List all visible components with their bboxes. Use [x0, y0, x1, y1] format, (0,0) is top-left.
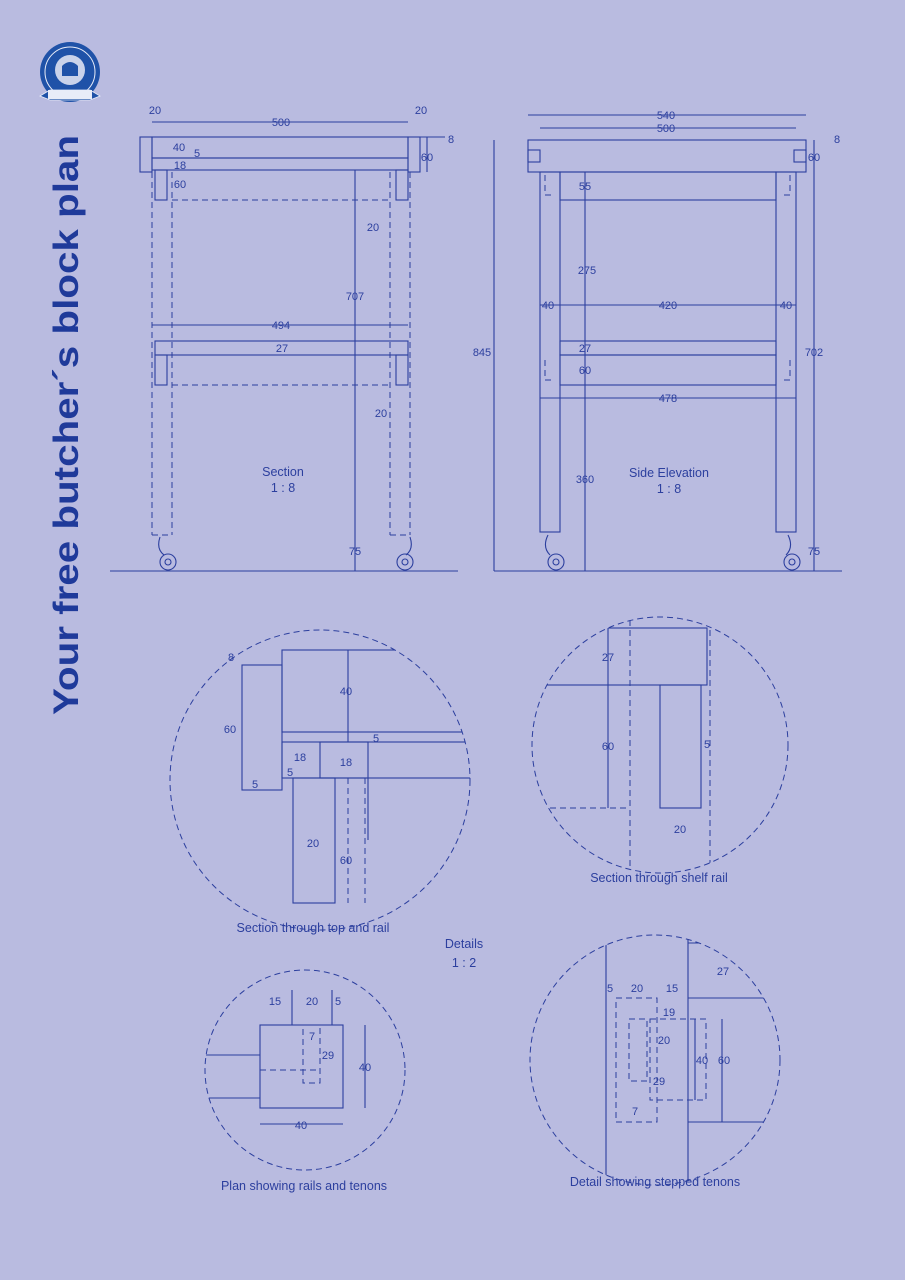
dimension-label: 75	[349, 546, 361, 558]
dimension-label: 702	[805, 347, 823, 359]
dimension-label: 707	[346, 291, 364, 303]
dimension-label: 27	[602, 652, 614, 664]
section-scale: 1 : 8	[271, 481, 295, 495]
dimension-label: 40	[295, 1120, 307, 1132]
dimension-label: 8	[448, 134, 454, 146]
page-title: Your free butcher´s block plan	[47, 135, 86, 715]
dimension-label: 20	[415, 105, 427, 117]
dimension-label: 845	[473, 347, 491, 359]
dimension-label: 60	[340, 855, 352, 867]
dimension-label: 55	[579, 181, 591, 193]
dimension-label: 5	[704, 739, 710, 751]
dimension-label: 360	[576, 474, 594, 486]
dimension-label: 15	[269, 996, 281, 1008]
dimension-label: 5	[335, 996, 341, 1008]
dimension-label: 40	[340, 686, 352, 698]
detail-shelf-rail	[531, 616, 789, 874]
dimension-label: 420	[659, 300, 677, 312]
detail-top-and-rail-caption: Section through top and rail	[237, 921, 390, 935]
section-caption: Section	[262, 465, 304, 479]
dimension-label: 40	[359, 1062, 371, 1074]
dimension-label: 60	[602, 741, 614, 753]
dimension-label: 40	[542, 300, 554, 312]
dimension-label: 18	[294, 752, 306, 764]
dimension-label: 275	[578, 265, 596, 277]
dimension-label: 20	[375, 408, 387, 420]
dimension-label: 478	[659, 393, 677, 405]
detail-top-and-rail	[169, 629, 471, 931]
detail-stepped-tenons	[529, 934, 781, 1186]
dimension-label: 29	[653, 1076, 665, 1088]
dimension-label: 60	[579, 365, 591, 377]
dimension-label: 20	[674, 824, 686, 836]
dimension-label: 27	[579, 343, 591, 355]
dimension-label: 27	[276, 343, 288, 355]
dimension-label: 15	[666, 983, 678, 995]
dimension-label: 20	[306, 996, 318, 1008]
publisher-logo	[39, 42, 101, 102]
dimension-label: 7	[309, 1031, 315, 1043]
dimension-label: 40	[696, 1055, 708, 1067]
section-view	[110, 121, 458, 572]
detail-rails-tenons-caption: Plan showing rails and tenons	[221, 1179, 387, 1193]
dimension-label: 18	[174, 160, 186, 172]
dimension-label: 5	[287, 767, 293, 779]
dimension-label: 60	[224, 724, 236, 736]
side-elevation-view	[493, 114, 842, 572]
dimension-label: 20	[658, 1035, 670, 1047]
dimension-label: 8	[834, 134, 840, 146]
dimension-label: 18	[340, 757, 352, 769]
dimension-label: 5	[607, 983, 613, 995]
dimension-label: 5	[252, 779, 258, 791]
dimension-label: 29	[322, 1050, 334, 1062]
dimension-label: 40	[780, 300, 792, 312]
dimension-label: 500	[272, 117, 290, 129]
dimension-label: 8	[228, 652, 234, 664]
side-elevation-caption: Side Elevation	[629, 466, 709, 480]
dimension-label: 40	[173, 142, 185, 154]
dimension-label: 60	[808, 152, 820, 164]
dimension-label: 60	[174, 179, 186, 191]
side-elevation-scale: 1 : 8	[657, 482, 681, 496]
dimension-label: 7	[632, 1106, 638, 1118]
detail-shelf-rail-caption: Section through shelf rail	[590, 871, 728, 885]
dimension-label: 20	[149, 105, 161, 117]
details-caption: Details	[445, 937, 483, 951]
detail-stepped-tenons-caption: Detail showing stepped tenons	[570, 1175, 740, 1189]
dimension-label: 27	[717, 966, 729, 978]
dimension-label: 60	[718, 1055, 730, 1067]
dimension-label: 20	[307, 838, 319, 850]
dimension-label: 500	[657, 123, 675, 135]
dimension-label: 494	[272, 320, 290, 332]
dimension-label: 5	[373, 733, 379, 745]
dimension-label: 20	[631, 983, 643, 995]
dimension-label: 75	[808, 546, 820, 558]
dimension-label: 540	[657, 110, 675, 122]
dimension-label: 20	[367, 222, 379, 234]
detail-rails-tenons	[204, 969, 406, 1171]
dimension-label: 19	[663, 1007, 675, 1019]
details-scale: 1 : 2	[452, 956, 476, 970]
dimension-label: 60	[421, 152, 433, 164]
dimension-label: 5	[194, 148, 200, 160]
